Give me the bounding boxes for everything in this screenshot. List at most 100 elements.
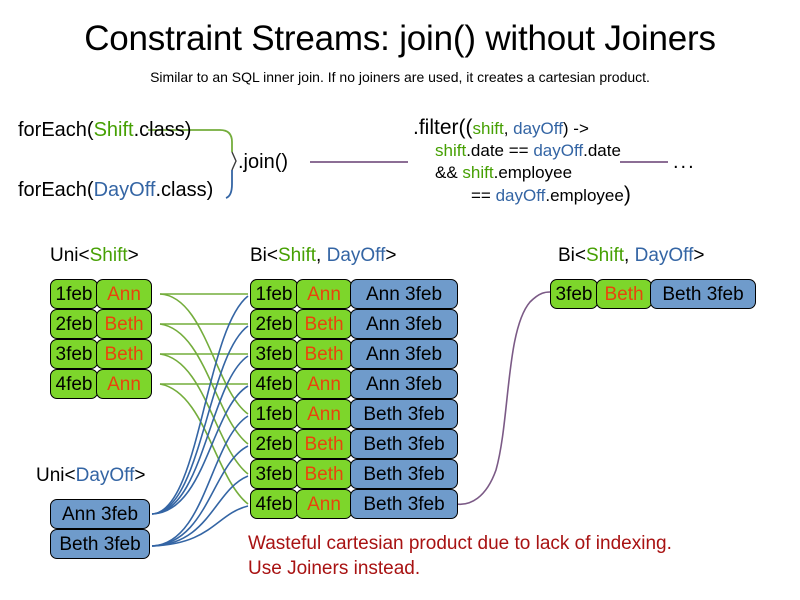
uni-shift-type: Shift <box>89 245 128 266</box>
uni-dayoff-row: Ann 3feb <box>50 499 150 529</box>
filter-l4-end: .employee <box>545 186 624 205</box>
cell-shift-employee: Ann <box>296 399 352 429</box>
cell-shift-date: 3feb <box>250 459 298 489</box>
filter-l4-pre: == <box>471 186 496 205</box>
filter-line-1: .filter((shift, dayOff) -> <box>413 117 631 140</box>
uni-dayoff-pre: Uni< <box>36 465 76 486</box>
filter-l4-dayoff: dayOff <box>495 186 546 205</box>
cell-shift-employee: Beth <box>596 279 652 309</box>
cell-shift-employee: Ann <box>296 489 352 519</box>
cell-dayoff: Ann 3feb <box>350 369 458 399</box>
filter-line-3: && shift.employee <box>413 162 631 184</box>
label-uni-shift: Uni<Shift> <box>50 245 139 267</box>
cell-shift-employee: Beth <box>296 459 352 489</box>
cell-dayoff: Ann 3feb <box>350 339 458 369</box>
cell-dayoff: Ann 3feb <box>350 279 458 309</box>
cell-dayoff: Beth 3feb <box>350 489 458 519</box>
bi-mid-type-a: Shift <box>278 245 317 266</box>
cell-shift-date: 3feb <box>550 279 598 309</box>
foreach-shift-suffix: .class) <box>133 119 192 141</box>
slide-subtitle: Similar to an SQL inner join. If no join… <box>150 69 650 85</box>
filter-l2-mid: .date == <box>466 141 534 160</box>
cell-shift-date: 2feb <box>250 429 298 459</box>
cell-shift-employee: Ann <box>96 279 152 309</box>
cell-dayoff: Beth 3feb <box>50 529 150 559</box>
cell-shift-date: 4feb <box>250 369 298 399</box>
cell-shift-employee: Ann <box>96 369 152 399</box>
foreach-dayoff-suffix: .class) <box>155 179 214 201</box>
cell-shift-employee: Ann <box>296 279 352 309</box>
bi-right-pre: Bi< <box>558 245 586 266</box>
cell-shift-date: 4feb <box>50 369 98 399</box>
foreach-shift-prefix: forEach( <box>18 119 94 141</box>
bi-right-type-a: Shift <box>586 245 625 266</box>
cell-shift-employee: Beth <box>296 309 352 339</box>
code-foreach-dayoff: forEach(DayOff.class) <box>18 178 213 202</box>
uni-dayoff-type: DayOff <box>75 465 135 486</box>
filter-l2-end: .date <box>583 141 621 160</box>
foreach-shift-type: Shift <box>93 119 134 141</box>
cell-dayoff: Beth 3feb <box>350 459 458 489</box>
cell-dayoff: Beth 3feb <box>350 399 458 429</box>
foreach-dayoff-prefix: forEach( <box>18 179 94 201</box>
filter-param-dayoff: dayOff <box>513 119 563 138</box>
slide-title: Constraint Streams: join() without Joine… <box>84 19 716 58</box>
label-bi-filtered: Bi<Shift, DayOff> <box>558 245 704 267</box>
pipeline-ellipsis: ... <box>673 151 696 173</box>
filter-arrow: ) -> <box>562 119 589 138</box>
filter-l2-dayoff: dayOff <box>533 141 584 160</box>
label-bi-cartesian: Bi<Shift, DayOff> <box>250 245 396 267</box>
code-foreach-shift: forEach(Shift.class) <box>18 118 191 142</box>
label-uni-dayoff: Uni<DayOff> <box>36 465 146 487</box>
cell-shift-employee: Beth <box>296 339 352 369</box>
cell-shift-date: 4feb <box>250 489 298 519</box>
filter-param-shift: shift <box>472 119 504 138</box>
filter-l3-shift: shift <box>462 163 494 182</box>
bi-mid-sep: , <box>316 245 327 266</box>
cell-shift-employee: Beth <box>96 309 152 339</box>
cell-shift-date: 2feb <box>50 309 98 339</box>
cell-shift-date: 3feb <box>250 339 298 369</box>
warning-line-1: Wasteful cartesian product due to lack o… <box>248 533 672 554</box>
uni-dayoff-post: > <box>134 465 146 486</box>
bi-mid-pre: Bi< <box>250 245 278 266</box>
cell-dayoff: Ann 3feb <box>350 309 458 339</box>
cell-shift-employee: Beth <box>296 429 352 459</box>
uni-shift-pre: Uni< <box>50 245 90 266</box>
cell-shift-date: 1feb <box>250 279 298 309</box>
cell-shift-date: 1feb <box>250 399 298 429</box>
cell-dayoff: Ann 3feb <box>50 499 150 529</box>
filter-l2-shift: shift <box>435 141 467 160</box>
code-filter-block: .filter((shift, dayOff) -> shift.date ==… <box>413 117 631 207</box>
uni-dayoff-row: Beth 3feb <box>50 529 150 559</box>
cell-dayoff: Beth 3feb <box>350 429 458 459</box>
cell-shift-employee: Beth <box>96 339 152 369</box>
bi-right-sep: , <box>624 245 635 266</box>
cell-shift-date: 3feb <box>50 339 98 369</box>
uni-shift-post: > <box>127 245 139 266</box>
filter-line-4: == dayOff.employee) <box>413 184 631 207</box>
warning-line-2: Use Joiners instead. <box>248 558 421 579</box>
filter-l3-pre: && <box>435 163 463 182</box>
filter-close: ) <box>623 183 631 206</box>
bi-mid-post: > <box>385 245 397 266</box>
cell-dayoff: Beth 3feb <box>650 279 756 309</box>
cell-shift-date: 1feb <box>50 279 98 309</box>
filter-open: .filter(( <box>413 116 473 139</box>
